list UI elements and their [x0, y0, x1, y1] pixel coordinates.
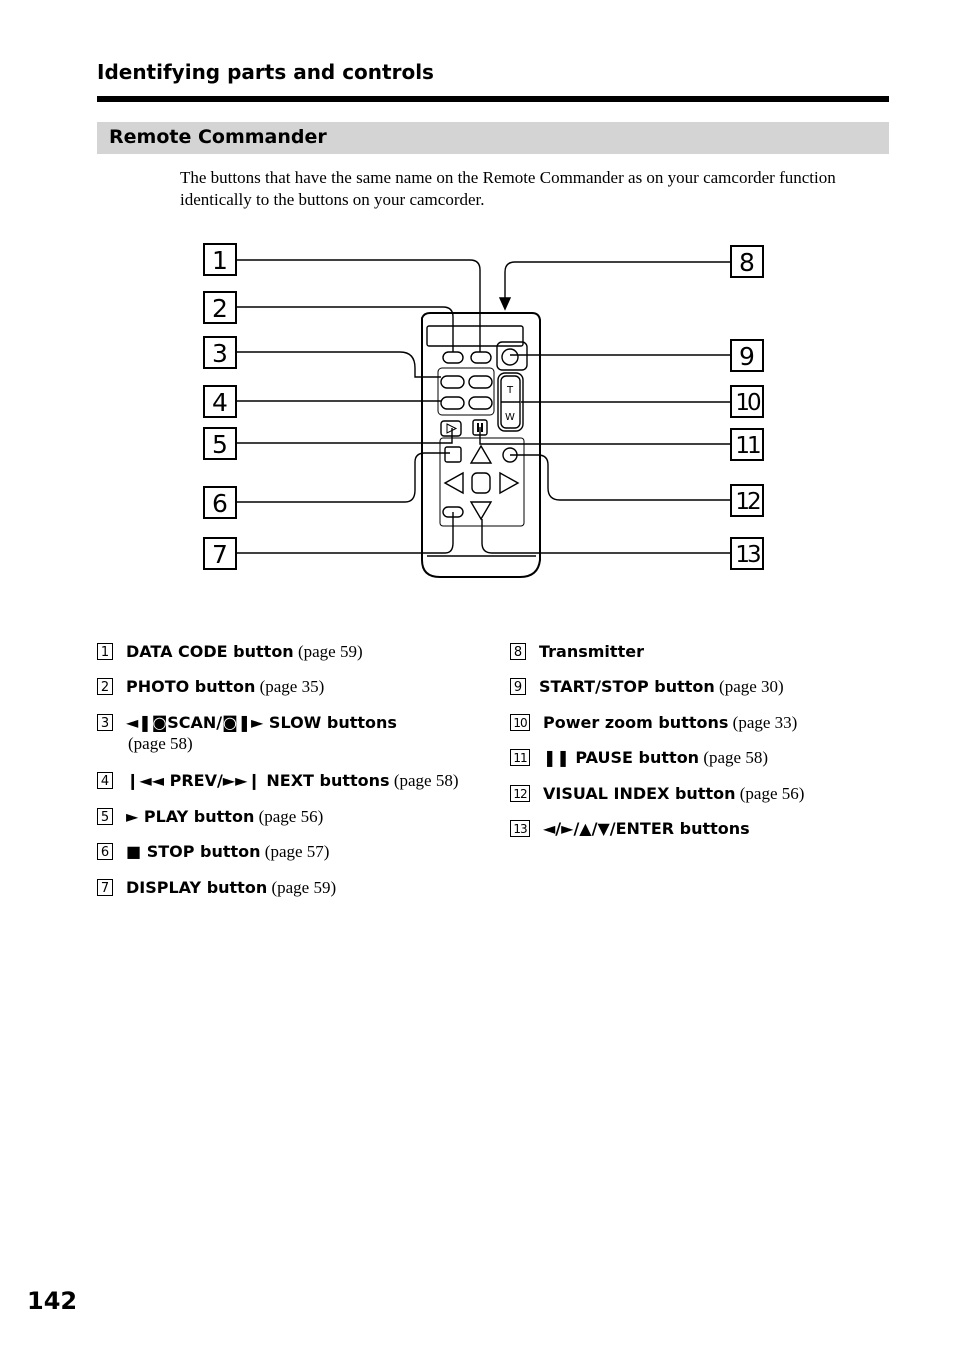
item-name: Power zoom buttons [543, 713, 729, 732]
list-item: 12 VISUAL INDEX button (page 56) [510, 782, 804, 805]
callout-7: 7 [212, 540, 228, 569]
list-item: 4 ❙◄◄ PREV/►►❙ NEXT buttons (page 58) [97, 769, 458, 792]
slow-button [468, 375, 493, 389]
item-number: 9 [510, 678, 526, 695]
callout-13: 13 [735, 542, 760, 568]
list-item: 10 Power zoom buttons (page 33) [510, 711, 797, 734]
item-name: ■ STOP button [126, 842, 261, 861]
item-name: ❚❚ PAUSE button [543, 748, 700, 767]
callout-11: 11 [735, 433, 760, 459]
item-number: 8 [510, 643, 526, 660]
item-ref: (page 58) [699, 748, 768, 767]
down-button [469, 501, 493, 521]
item-ref: (page 58) [389, 771, 459, 790]
item-name: START/STOP button [539, 677, 715, 696]
callout-10: 10 [735, 390, 761, 416]
item-ref: (page 57) [260, 842, 330, 861]
section-title: Identifying parts and controls [97, 60, 434, 84]
up-button [469, 444, 493, 464]
list-item: 8 Transmitter [510, 640, 644, 663]
callout-5: 5 [212, 430, 228, 459]
zoom-tele-label: T [506, 385, 514, 396]
item-ref: (page 56) [254, 807, 324, 826]
item-number: 7 [97, 879, 113, 896]
callout-8: 8 [739, 248, 755, 277]
list-item: 13 ◄/►/▲/▼/ENTER buttons [510, 817, 750, 840]
list-item: 11 ❚❚ PAUSE button (page 58) [510, 746, 768, 769]
stop-button [444, 446, 462, 463]
item-name: DATA CODE button [126, 642, 294, 661]
list-item: 1 DATA CODE button (page 59) [97, 640, 363, 663]
photo-button [470, 351, 492, 364]
item-name: Transmitter [539, 642, 644, 661]
item-number: 4 [97, 772, 113, 789]
subheading-bar: Remote Commander [97, 122, 889, 154]
callout-boxes [203, 243, 764, 570]
list-item: 6 ■ STOP button (page 57) [97, 840, 329, 863]
subheading: Remote Commander [109, 126, 327, 148]
item-number: 13 [510, 820, 530, 837]
item-ref: (page 59) [267, 878, 337, 897]
remote-commander-diagram: T W 1 2 3 4 [203, 243, 764, 578]
callout-3: 3 [212, 339, 228, 368]
transmitter-arrow [504, 261, 730, 300]
item-name: ► PLAY button [126, 807, 255, 826]
item-name: ❙◄◄ PREV/►►❙ NEXT buttons [126, 771, 390, 790]
scan-button [440, 375, 465, 389]
start-stop-button [501, 348, 519, 366]
item-number: 5 [97, 808, 113, 825]
item-ref: (page 59) [293, 642, 363, 661]
item-ref-continued: (page 58) [128, 734, 193, 753]
item-name: VISUAL INDEX button [543, 784, 736, 803]
callout-6: 6 [212, 489, 228, 518]
item-name: ◄❚◙SCAN/◙❚► SLOW buttons [126, 713, 397, 732]
callout-2: 2 [212, 294, 228, 323]
enter-button [471, 472, 491, 494]
item-name: ◄/►/▲/▼/ENTER buttons [543, 819, 750, 838]
zoom-wide-label: W [505, 412, 515, 423]
item-number: 1 [97, 643, 113, 660]
item-number: 10 [510, 714, 530, 731]
item-ref: (page 30) [714, 677, 784, 696]
callout-9: 9 [739, 342, 755, 371]
item-name: DISPLAY button [126, 878, 268, 897]
list-item: 7 DISPLAY button (page 59) [97, 876, 336, 899]
header-rule [97, 96, 889, 102]
list-item: 5 ► PLAY button (page 56) [97, 805, 323, 828]
item-ref: (page 33) [728, 713, 798, 732]
page-number: 142 [27, 1287, 78, 1315]
list-item: 9 START/STOP button (page 30) [510, 675, 784, 698]
item-ref: (page 56) [735, 784, 805, 803]
item-name: PHOTO button [126, 677, 256, 696]
item-number: 3 [97, 714, 113, 731]
callout-12: 12 [735, 489, 760, 515]
play-button [440, 420, 462, 437]
item-number: 6 [97, 843, 113, 860]
list-item: 2 PHOTO button (page 35) [97, 675, 324, 698]
right-button [499, 471, 520, 495]
remote-top-panel [426, 325, 524, 347]
left-button [443, 471, 464, 495]
prev-button [440, 396, 465, 410]
item-number: 11 [510, 749, 530, 766]
callout-1: 1 [212, 246, 228, 275]
intro-paragraph: The buttons that have the same name on t… [180, 168, 836, 209]
callout-4: 4 [212, 388, 228, 417]
item-number: 12 [510, 785, 530, 802]
next-button [468, 396, 493, 410]
item-ref: (page 35) [255, 677, 325, 696]
list-item: 3 ◄❚◙SCAN/◙❚► SLOW buttons [97, 711, 397, 734]
item-number: 2 [97, 678, 113, 695]
